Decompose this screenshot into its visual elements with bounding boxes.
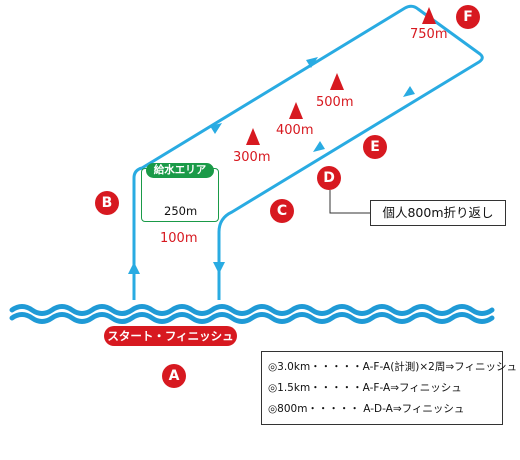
- point-f-marker: F: [456, 5, 480, 29]
- turnaround-callout: 個人800m折り返し: [370, 200, 506, 226]
- buoy-400-label: 400m: [276, 123, 314, 138]
- direction-arrow-lower-left-2: [313, 141, 325, 152]
- buoy-500-label: 500m: [316, 95, 354, 110]
- callout-leader: [329, 190, 370, 214]
- buoy-750-label: 750m: [410, 27, 448, 42]
- point-d-marker: D: [317, 166, 341, 190]
- legend-box: ◎3.0km・・・・・A-F-A(計測)×2周⇒フィニッシュ ◎1.5km・・・…: [261, 351, 517, 425]
- direction-arrow-down: [213, 262, 225, 274]
- legend-line-3km: ◎3.0km・・・・・A-F-A(計測)×2周⇒フィニッシュ: [268, 361, 517, 373]
- start-finish-label: スタート・フィニッシュ: [104, 326, 237, 346]
- wave-upper: [9, 304, 495, 316]
- distance-100-label: 100m: [160, 231, 198, 246]
- buoy-300-icon: [246, 128, 260, 145]
- buoy-750-icon: [422, 7, 436, 24]
- point-b-marker: B: [95, 191, 119, 215]
- buoy-500-icon: [330, 73, 344, 90]
- direction-arrow-upper-right-1: [210, 123, 222, 134]
- legend-line-1-5km: ◎1.5km・・・・・A-F-A⇒フィニッシュ: [268, 382, 462, 394]
- point-c-marker: C: [270, 199, 294, 223]
- legend-line-800m: ◎800m・・・・・ A-D-A⇒フィニッシュ: [268, 403, 465, 415]
- point-e-marker: E: [363, 135, 387, 159]
- buoy-400-icon: [289, 102, 303, 119]
- buoy-300-label: 300m: [233, 150, 271, 165]
- direction-arrow-up: [128, 262, 140, 274]
- point-a-marker: A: [162, 364, 186, 388]
- direction-arrow-upper-right-2: [306, 57, 318, 68]
- wave-lower: [9, 312, 495, 324]
- water-station-label: 給水エリア: [146, 163, 214, 178]
- buoy-250-label: 250m: [164, 204, 198, 218]
- course-route: [132, 4, 484, 300]
- direction-arrow-lower-left-1: [403, 86, 415, 97]
